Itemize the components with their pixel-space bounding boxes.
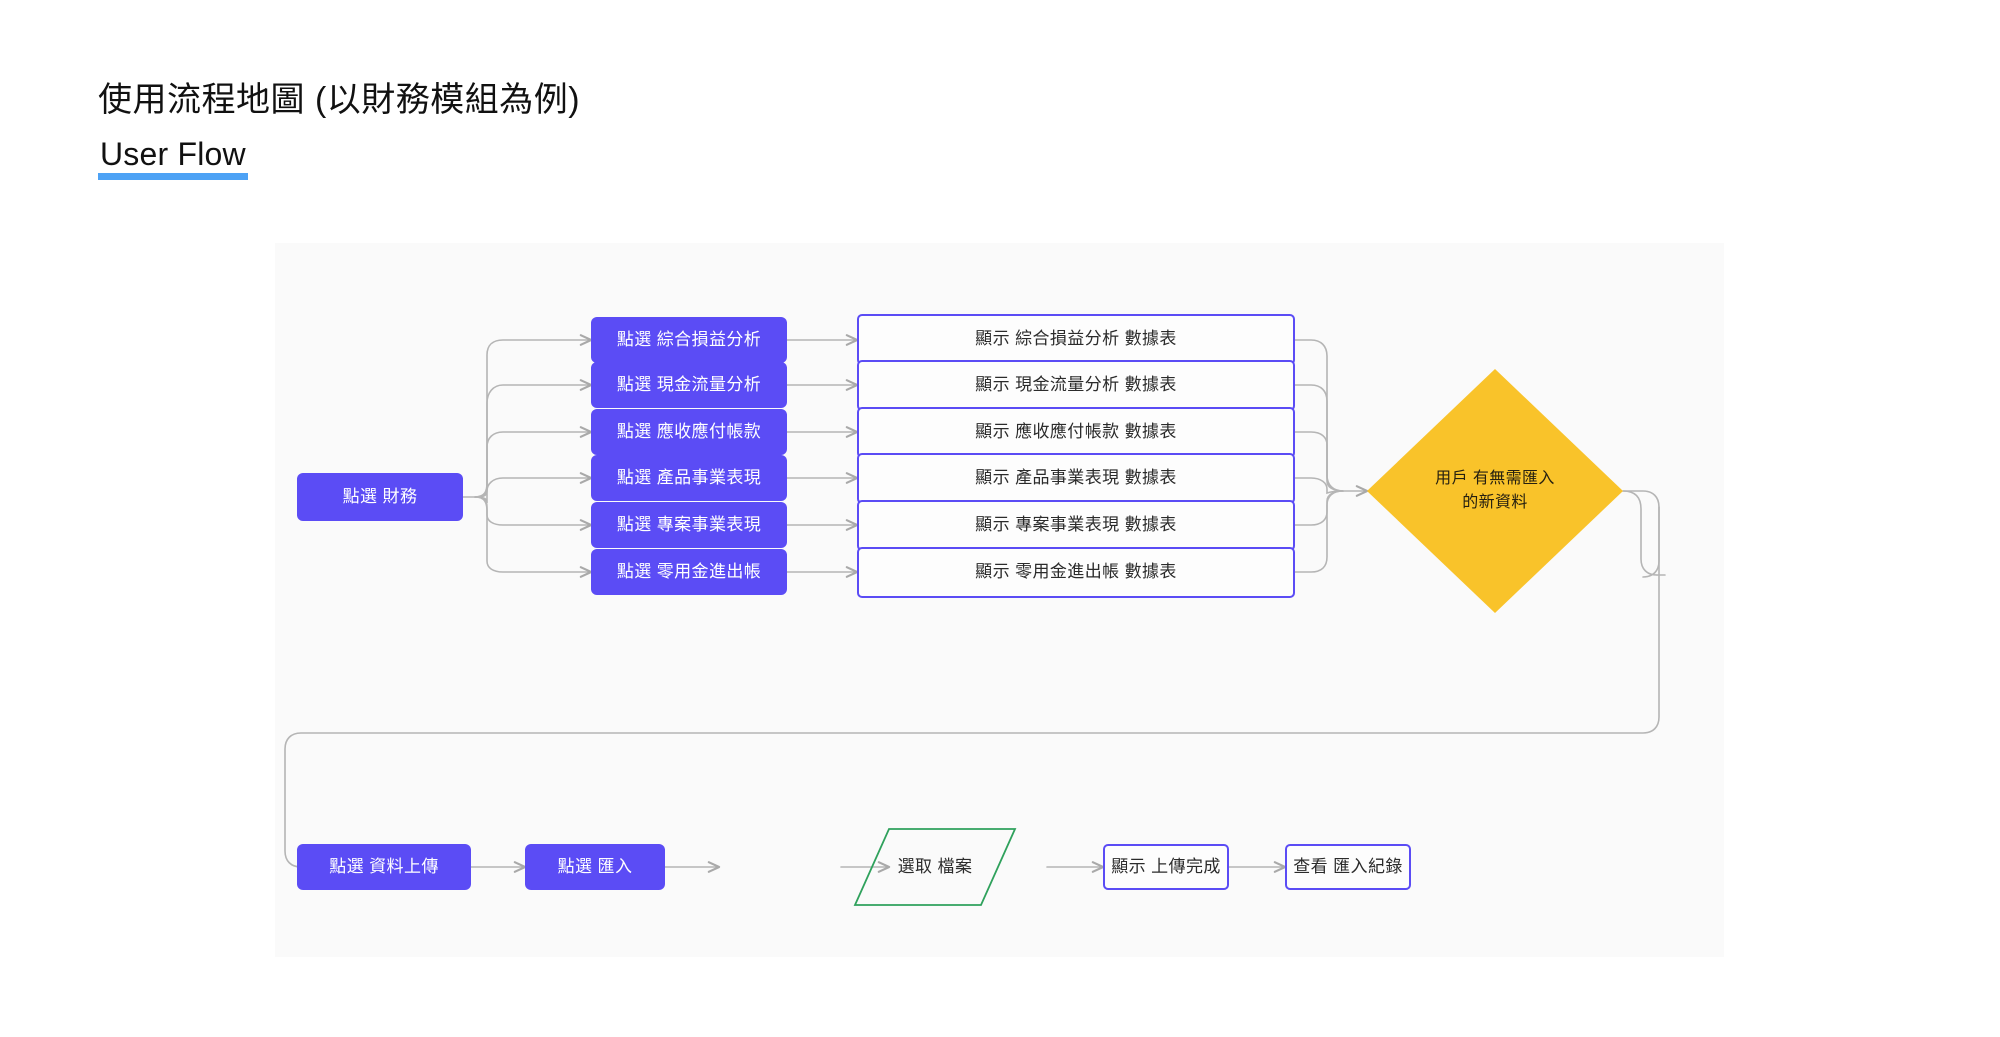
node-label: 顯示 零用金進出帳 數據表 <box>975 562 1177 582</box>
node-action-2[interactable]: 點選 現金流量分析 <box>591 362 787 408</box>
node-label: 顯示 上傳完成 <box>1111 856 1221 876</box>
node-result-1[interactable]: 顯示 綜合損益分析 數據表 <box>857 314 1295 365</box>
node-label: 點選 現金流量分析 <box>616 374 762 394</box>
node-label: 點選 財務 <box>342 486 418 506</box>
node-action-1[interactable]: 點選 綜合損益分析 <box>591 317 787 363</box>
node-bottom-upload[interactable]: 點選 資料上傳 <box>297 844 471 890</box>
node-label: 點選 資料上傳 <box>329 856 439 876</box>
node-bottom-view-records[interactable]: 查看 匯入紀錄 <box>1285 844 1411 890</box>
page-heading: 使用流程地圖 (以財務模組為例) User Flow <box>98 78 581 180</box>
node-action-6[interactable]: 點選 零用金進出帳 <box>591 549 787 595</box>
node-label: 顯示 產品事業表現 數據表 <box>975 468 1177 488</box>
node-label: 點選 零用金進出帳 <box>616 561 762 581</box>
flow-diagram-canvas: 點選 財務 點選 綜合損益分析 點選 現金流量分析 點選 應收應付帳款 點選 產… <box>275 243 1724 957</box>
node-label: 點選 應收應付帳款 <box>616 421 762 441</box>
node-label: 選取 檔案 <box>897 856 973 876</box>
decision-label-line1: 用戶 有無需匯入 <box>1435 470 1555 487</box>
node-bottom-select-file[interactable]: 選取 檔案 <box>855 844 1015 890</box>
node-label: 點選 綜合損益分析 <box>616 329 762 349</box>
node-action-3[interactable]: 點選 應收應付帳款 <box>591 409 787 455</box>
node-label: 查看 匯入紀錄 <box>1293 856 1403 876</box>
node-label: 顯示 現金流量分析 數據表 <box>975 375 1177 395</box>
node-bottom-upload-complete[interactable]: 顯示 上傳完成 <box>1103 844 1229 890</box>
node-action-4[interactable]: 點選 產品事業表現 <box>591 455 787 501</box>
title-underline-bar <box>98 173 248 180</box>
page-title-zh: 使用流程地圖 (以財務模組為例) <box>98 81 581 119</box>
node-label: 顯示 綜合損益分析 數據表 <box>975 329 1177 349</box>
node-result-6[interactable]: 顯示 零用金進出帳 數據表 <box>857 547 1295 598</box>
page-title-en: User Flow <box>100 136 246 172</box>
node-label: 點選 匯入 <box>557 856 633 876</box>
node-action-5[interactable]: 點選 專案事業表現 <box>591 502 787 548</box>
node-result-3[interactable]: 顯示 應收應付帳款 數據表 <box>857 407 1295 458</box>
node-label: 點選 產品事業表現 <box>616 467 762 487</box>
node-decision-import[interactable]: 用戶 有無需匯入 的新資料 <box>1395 457 1595 525</box>
node-label: 顯示 應收應付帳款 數據表 <box>975 422 1177 442</box>
node-label: 顯示 專案事業表現 數據表 <box>975 515 1177 535</box>
node-result-5[interactable]: 顯示 專案事業表現 數據表 <box>857 500 1295 551</box>
flow-connectors-layer <box>284 334 1666 906</box>
node-result-2[interactable]: 顯示 現金流量分析 數據表 <box>857 360 1295 411</box>
decision-label-line2: 的新資料 <box>1462 494 1528 511</box>
node-label: 點選 專案事業表現 <box>616 514 762 534</box>
node-result-4[interactable]: 顯示 產品事業表現 數據表 <box>857 453 1295 504</box>
node-bottom-import[interactable]: 點選 匯入 <box>525 844 665 890</box>
page-subtitle-wrapper: User Flow <box>98 134 248 180</box>
node-root-finance[interactable]: 點選 財務 <box>297 473 463 521</box>
